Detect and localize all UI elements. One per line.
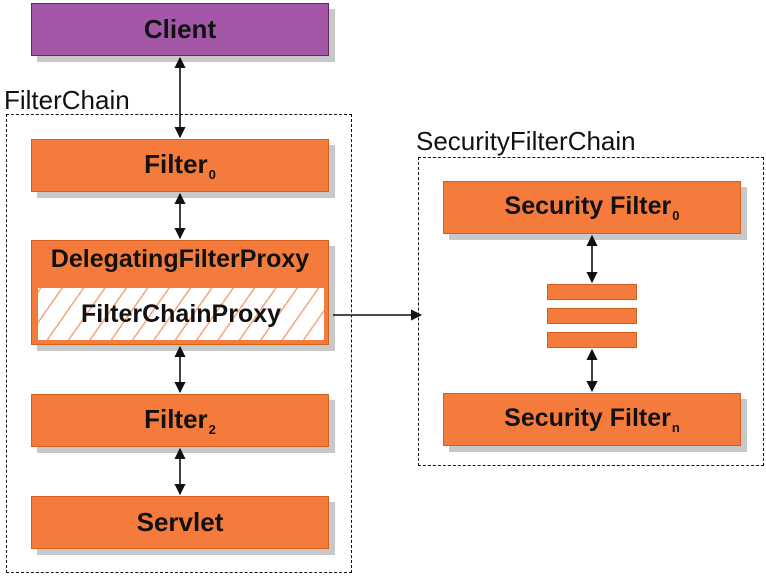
security-filter-n-label: Security Filtern — [504, 404, 680, 435]
client-box: Client — [31, 3, 329, 56]
filter-0-subscript: 0 — [208, 167, 216, 182]
filter-2-box: Filter2 — [31, 394, 329, 447]
delegating-filter-proxy-box: DelegatingFilterProxy FilterChainProxy — [31, 240, 329, 345]
servlet-label: Servlet — [136, 507, 224, 537]
filter-0-label: Filter0 — [144, 149, 216, 182]
filter-0-box: Filter0 — [31, 139, 329, 192]
security-filter-n-box: Security Filtern — [443, 393, 741, 446]
security-filter-bar-3 — [547, 332, 637, 348]
filter-2-subscript: 2 — [208, 422, 216, 437]
security-filter-0-label: Security Filter0 — [504, 192, 680, 223]
client-label: Client — [143, 14, 217, 44]
security-filter-0-subscript: 0 — [672, 208, 680, 223]
filter-chain-label: FilterChain — [4, 85, 130, 115]
filter-2-label: Filter2 — [144, 404, 216, 437]
filter-chain-proxy-box: FilterChainProxy — [37, 287, 325, 341]
servlet-box: Servlet — [31, 496, 329, 549]
filter-chain-proxy-label: FilterChainProxy — [80, 299, 282, 328]
security-filter-chain-label: SecurityFilterChain — [416, 126, 636, 156]
security-filter-bar-1 — [547, 284, 637, 300]
security-filter-bar-2 — [547, 308, 637, 324]
security-filter-n-subscript: n — [671, 420, 680, 435]
security-filter-0-box: Security Filter0 — [443, 181, 741, 234]
delegating-filter-proxy-label: DelegatingFilterProxy — [50, 245, 310, 273]
